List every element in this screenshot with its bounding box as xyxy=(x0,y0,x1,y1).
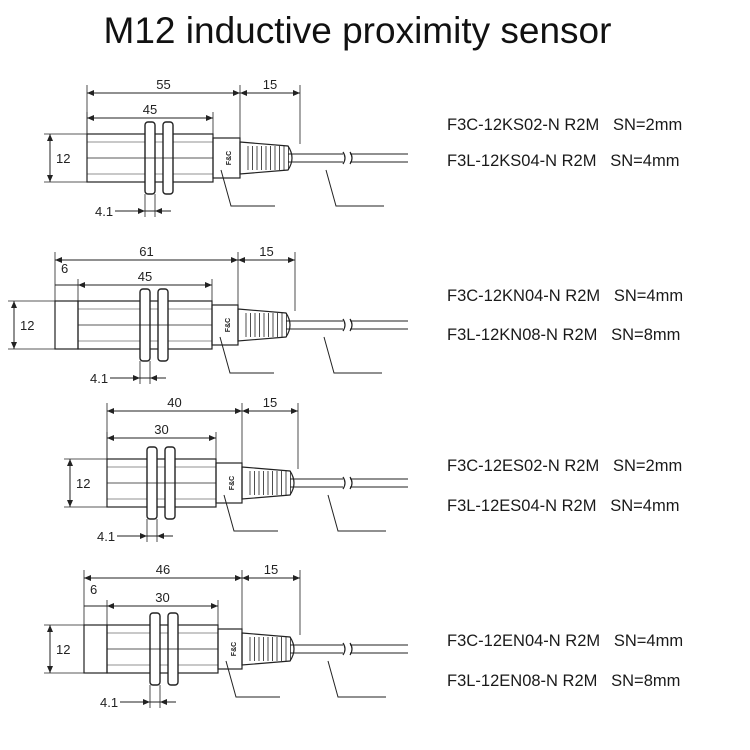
cable-break xyxy=(342,318,353,332)
dim-cable-label: 15 xyxy=(263,77,277,92)
arrowhead xyxy=(47,666,53,673)
dim-total-label: 61 xyxy=(139,244,153,259)
dim-tip-label: 6 xyxy=(61,261,68,276)
brand-mark: F&C xyxy=(229,476,236,490)
arrowhead xyxy=(84,575,91,581)
arrowhead xyxy=(157,533,164,539)
arrowhead xyxy=(293,575,300,581)
sensor-cap xyxy=(217,628,243,670)
leader-line xyxy=(225,660,280,698)
model-spec: F3C-12EN04-N R2M SN=4mm xyxy=(447,632,684,650)
arrowhead xyxy=(231,257,238,263)
arrowhead xyxy=(238,257,245,263)
leader-line xyxy=(325,169,384,207)
dim-nut-label: 4.1 xyxy=(95,204,113,219)
arrowhead xyxy=(133,375,140,381)
arrowhead xyxy=(11,342,17,349)
arrowhead xyxy=(209,435,216,441)
arrowhead xyxy=(235,575,242,581)
arrowhead xyxy=(206,115,213,121)
sensor-face xyxy=(83,624,108,674)
arrowhead xyxy=(87,90,94,96)
arrowhead xyxy=(67,459,73,466)
arrowhead xyxy=(107,603,114,609)
model-spec: F3L-12KS04-N R2M SN=4mm xyxy=(447,152,680,170)
arrowhead xyxy=(205,282,212,288)
arrowhead xyxy=(242,575,249,581)
dim-cable-label: 15 xyxy=(264,562,278,577)
arrowhead xyxy=(140,533,147,539)
arrowhead xyxy=(67,500,73,507)
leader-line xyxy=(327,660,386,698)
arrowhead xyxy=(87,115,94,121)
arrowhead xyxy=(211,603,218,609)
dim-diameter-label: 12 xyxy=(76,476,90,491)
dim-total-label: 40 xyxy=(167,395,181,410)
model-spec: F3C-12KS02-N R2M SN=2mm xyxy=(447,116,683,134)
arrowhead xyxy=(155,208,162,214)
arrowhead xyxy=(47,175,53,182)
dim-cable-label: 15 xyxy=(263,395,277,410)
arrowhead xyxy=(11,301,17,308)
dim-nut-label: 4.1 xyxy=(100,695,118,710)
leader-line xyxy=(219,336,274,374)
arrowhead xyxy=(78,282,85,288)
dim-nut-label: 4.1 xyxy=(90,371,108,386)
arrowhead xyxy=(291,408,298,414)
dim-thread-label: 45 xyxy=(138,269,152,284)
arrowhead xyxy=(242,408,249,414)
arrowhead xyxy=(55,257,62,263)
arrowhead xyxy=(293,90,300,96)
leader-line xyxy=(323,336,382,374)
arrowhead xyxy=(47,134,53,141)
model-spec: F3L-12KN08-N R2M SN=8mm xyxy=(447,326,681,344)
dim-total-label: 46 xyxy=(156,562,170,577)
arrowhead xyxy=(288,257,295,263)
dim-cable-label: 15 xyxy=(259,244,273,259)
brand-mark: F&C xyxy=(225,318,232,332)
leader-line xyxy=(220,169,275,207)
arrowhead xyxy=(233,90,240,96)
arrowhead xyxy=(235,408,242,414)
arrowhead xyxy=(107,408,114,414)
brand-mark: F&C xyxy=(231,642,238,656)
dim-tip-label: 6 xyxy=(90,582,97,597)
dim-total-label: 55 xyxy=(156,77,170,92)
arrowhead xyxy=(47,625,53,632)
dim-thread-label: 30 xyxy=(154,422,168,437)
leader-line xyxy=(223,494,278,532)
dim-diameter-label: 12 xyxy=(20,318,34,333)
arrowhead xyxy=(107,435,114,441)
arrowhead xyxy=(150,375,157,381)
brand-mark: F&C xyxy=(226,151,233,165)
leader-line xyxy=(327,494,386,532)
arrowhead xyxy=(240,90,247,96)
dim-thread-label: 45 xyxy=(143,102,157,117)
diagram-title: M12 inductive proximity sensor xyxy=(103,10,612,51)
model-spec: F3C-12ES02-N R2M SN=2mm xyxy=(447,457,683,475)
model-spec: F3L-12ES04-N R2M SN=4mm xyxy=(447,497,680,515)
model-spec: F3L-12EN08-N R2M SN=8mm xyxy=(447,672,681,690)
dim-diameter-label: 12 xyxy=(56,151,70,166)
dim-nut-label: 4.1 xyxy=(97,529,115,544)
dim-thread-label: 30 xyxy=(155,590,169,605)
cable-break xyxy=(342,642,353,656)
arrowhead xyxy=(138,208,145,214)
arrowhead xyxy=(160,699,167,705)
cable-break xyxy=(342,151,353,165)
dim-diameter-label: 12 xyxy=(56,642,70,657)
model-spec: F3C-12KN04-N R2M SN=4mm xyxy=(447,287,684,305)
cable-break xyxy=(342,476,353,490)
arrowhead xyxy=(143,699,150,705)
